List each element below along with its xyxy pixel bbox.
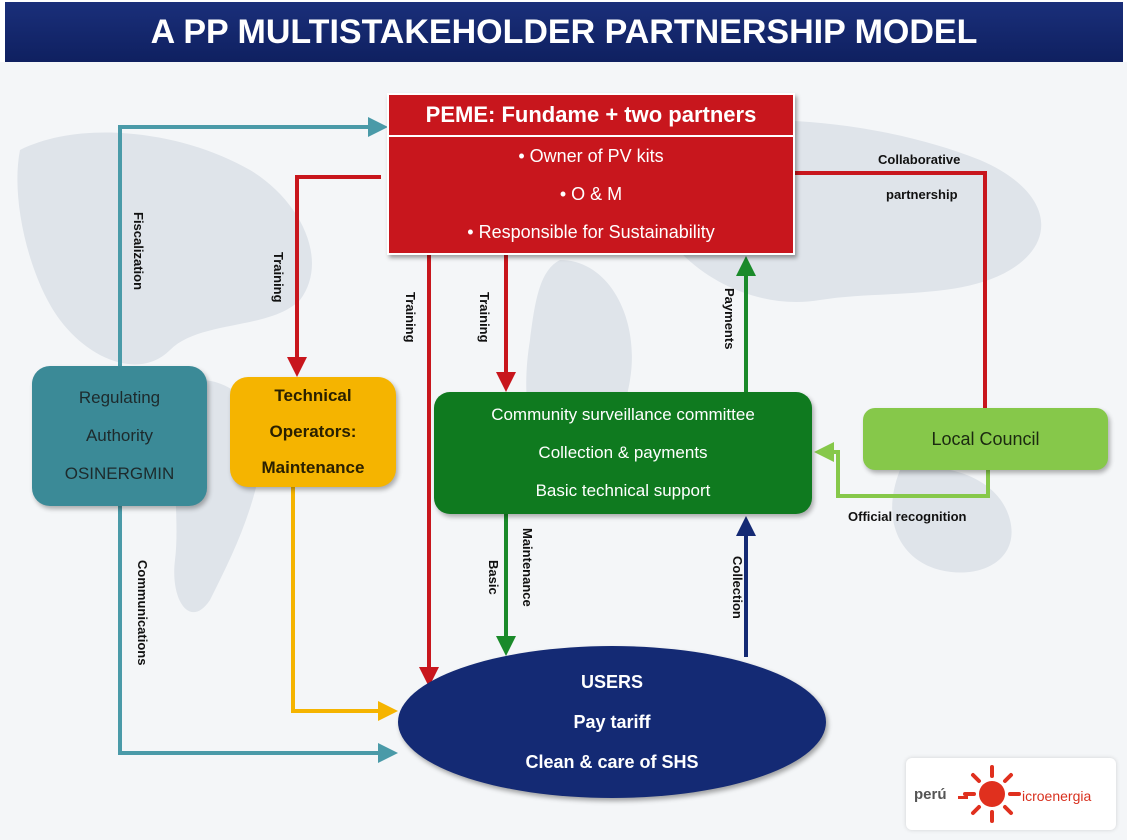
regulating-line: OSINERGMIN [64, 464, 175, 483]
community-line: Collection & payments [538, 443, 708, 462]
regulating-authority-box: Regulating Authority OSINERGMIN [32, 366, 207, 506]
arrow-communications [118, 506, 398, 763]
logo-dash [958, 796, 968, 799]
technical-line: Maintenance [261, 458, 365, 477]
label-fiscalization: Fiscalization [131, 212, 146, 291]
peme-header: PEME: Fundame + two partners [389, 95, 793, 137]
logo-microenergia-text: icroenergia [1022, 788, 1092, 804]
sun-icon [963, 765, 1021, 823]
arrow-fiscalization [118, 117, 388, 366]
community-line: Basic technical support [535, 481, 711, 500]
users-line: Pay tariff [573, 712, 651, 732]
label-training-committee: Training [477, 292, 492, 343]
label-training-technical: Training [271, 252, 286, 303]
technical-operators-box: Technical Operators: Maintenance [230, 377, 396, 487]
peme-item: • Owner of PV kits [518, 146, 664, 166]
peme-item: • Responsible for Sustainability [467, 222, 715, 242]
peme-item: • O & M [559, 184, 623, 204]
arrow-collaborative [795, 171, 987, 408]
label-partnership: partnership [886, 187, 958, 202]
technical-line: Operators: [269, 422, 357, 441]
local-council-box: Local Council [863, 408, 1108, 470]
peru-microenergia-logo: perú icroenergia [906, 758, 1116, 830]
arrow-technical-users [291, 487, 398, 721]
community-line: Community surveillance committee [491, 405, 755, 424]
label-basic: Basic [486, 560, 501, 595]
local-council-label: Local Council [931, 428, 1040, 449]
regulating-line: Regulating [78, 388, 161, 407]
users-line: USERS [580, 672, 643, 692]
label-collaborative: Collaborative [878, 152, 961, 167]
users-ellipse: USERS Pay tariff Clean & care of SHS [398, 646, 826, 798]
label-communications: Communications [135, 560, 150, 666]
community-committee-box: Community surveillance committee Collect… [434, 392, 812, 514]
label-maintenance: Maintenance [520, 528, 535, 607]
arrow-training-technical [287, 175, 381, 377]
label-payments: Payments [722, 288, 737, 350]
arrow-official-recognition [814, 442, 990, 498]
logo-peru-text: perú [914, 786, 947, 803]
label-official-recognition: Official recognition [848, 509, 967, 524]
peme-box: PEME: Fundame + two partners • Owner of … [387, 93, 795, 255]
title-bar: A PP MULTISTAKEHOLDER PARTNERSHIP MODEL [5, 2, 1123, 62]
page-title: A PP MULTISTAKEHOLDER PARTNERSHIP MODEL [150, 12, 978, 51]
regulating-line: Authority [85, 426, 154, 445]
label-training-users: Training [403, 292, 418, 343]
label-collection: Collection [730, 556, 745, 619]
technical-line: Technical [274, 386, 352, 405]
users-line: Clean & care of SHS [525, 752, 699, 772]
